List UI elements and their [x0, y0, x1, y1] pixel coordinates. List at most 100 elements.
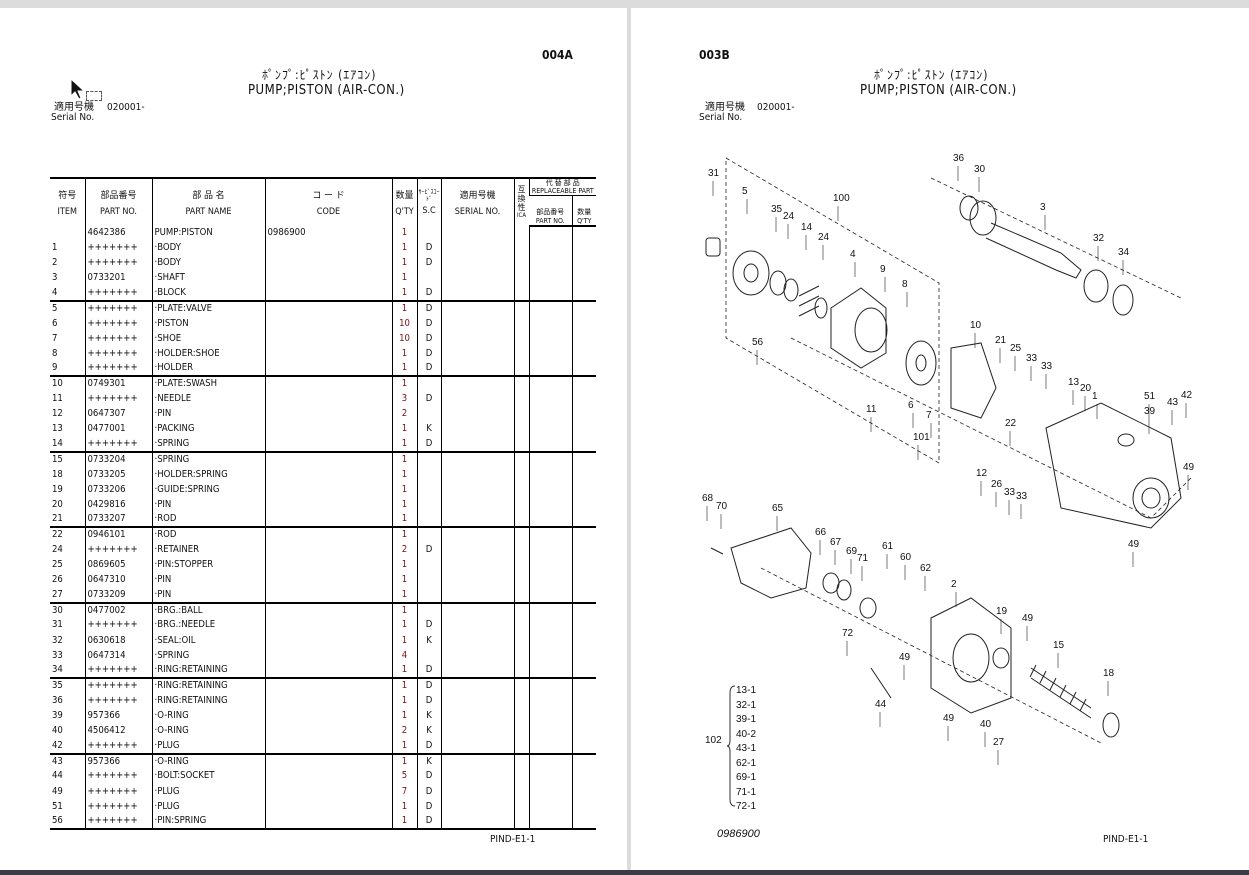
kit-item: 32-1 — [736, 699, 757, 711]
qty-cell: 1 — [391, 361, 417, 378]
serial-cell — [440, 482, 514, 498]
code-cell — [264, 300, 392, 317]
item-cell: 9 — [50, 361, 85, 378]
part-no-cell: +++++++ — [84, 814, 152, 831]
callout-72: 72 — [842, 628, 854, 639]
serial-cell — [440, 814, 514, 831]
qty-cell: 1 — [391, 376, 417, 392]
item-cell: 8 — [52, 347, 58, 359]
sc-cell — [416, 467, 441, 483]
rep-qty-cell — [571, 814, 597, 831]
item-cell: 4 — [50, 285, 85, 302]
part-no-cell: 957366 — [84, 708, 152, 724]
item-cell: 24 — [52, 544, 63, 556]
callout-69: 69 — [846, 546, 858, 557]
part-no-cell: +++++++ — [84, 391, 152, 407]
part-name-cell: ·BOLT:SOCKET — [151, 768, 265, 784]
callout-33: 33 — [1004, 487, 1016, 498]
code-cell — [264, 572, 392, 588]
serial-cell — [440, 376, 514, 392]
ica-cell — [513, 376, 529, 392]
rep-part-cell — [528, 316, 572, 332]
rep-part-cell — [528, 361, 572, 378]
sc-cell: D — [416, 255, 441, 271]
part-no-cell: +++++++ — [84, 316, 152, 332]
rep-qty-cell — [571, 497, 597, 513]
sc-cell: D — [416, 814, 441, 831]
serial-cell — [440, 693, 514, 709]
sc-cell — [416, 497, 441, 513]
item-cell: 20 — [52, 498, 63, 510]
parts-list-page: 004A ﾎﾟﾝﾌﾟ:ﾋﾟｽﾄﾝ (ｴｱｺﾝ) PUMP;PISTON (AIR… — [0, 8, 627, 870]
ica-cell — [513, 663, 529, 680]
serial-cell — [440, 753, 514, 769]
qty-cell: 1 — [391, 285, 417, 302]
part-no-cell: +++++++ — [84, 617, 152, 634]
sc-cell: D — [416, 361, 441, 378]
part-no-cell: +++++++ — [84, 300, 152, 317]
rep-qty-cell — [571, 285, 597, 302]
part-name-cell: ·NEEDLE — [151, 391, 265, 407]
code-cell — [264, 617, 392, 634]
exploded-parts-diagram — [705, 157, 1192, 765]
sc-cell — [416, 451, 441, 467]
qty-cell: 1 — [391, 814, 417, 831]
callout-3: 3 — [1040, 202, 1046, 213]
rep-qty-cell — [571, 587, 597, 604]
code-cell — [264, 497, 392, 513]
part-name-cell: ·ROD — [151, 527, 265, 543]
item-cell: 13 — [52, 423, 63, 435]
rep-qty-cell — [571, 270, 597, 286]
title-en: PUMP;PISTON (AIR-CON.) — [860, 83, 1017, 98]
callout-33: 33 — [1026, 353, 1038, 364]
part-name-cell: ·SHOE — [151, 331, 265, 347]
ica-cell — [513, 391, 529, 407]
code-cell — [264, 270, 392, 286]
sc-cell: D — [416, 799, 441, 815]
item-cell: 40 — [52, 725, 63, 737]
item-cell: 25 — [52, 559, 63, 571]
callout-24: 24 — [783, 211, 795, 222]
sc-cell: D — [416, 285, 441, 302]
rep-qty-cell — [571, 512, 597, 529]
code-cell — [264, 240, 392, 256]
callout-21: 21 — [995, 335, 1007, 346]
callout-66: 66 — [815, 527, 827, 538]
code-cell — [264, 391, 392, 407]
qty-cell: 1 — [391, 602, 417, 618]
sc-cell: K — [416, 723, 441, 739]
serial-cell — [440, 542, 514, 558]
serial-cell — [440, 255, 514, 271]
serial-value: 020001- — [107, 102, 145, 113]
part-name-cell: ·PIN:SPRING — [151, 814, 265, 831]
code-cell — [264, 648, 392, 664]
part-name-cell: ·BRG.:BALL — [151, 602, 265, 618]
part-no-cell: +++++++ — [84, 663, 152, 680]
part-name-cell: ·SPRING — [151, 436, 265, 453]
part-name-cell: ·HOLDER:SHOE — [151, 346, 265, 362]
item-cell: 15 — [52, 453, 63, 465]
part-name-cell: ·RING:RETAINING — [151, 678, 265, 694]
rep-part-cell — [528, 768, 572, 784]
serial-cell — [440, 391, 514, 407]
sc-cell: D — [416, 436, 441, 453]
item-cell: 30 — [52, 604, 63, 616]
qty-cell: 1 — [391, 557, 417, 573]
qty-cell: 1 — [391, 617, 417, 634]
rep-part-cell — [528, 617, 572, 634]
code-cell: 0986900 — [264, 225, 392, 241]
qty-cell: 2 — [391, 542, 417, 558]
rep-part-cell — [528, 512, 572, 529]
code-cell — [264, 542, 392, 558]
